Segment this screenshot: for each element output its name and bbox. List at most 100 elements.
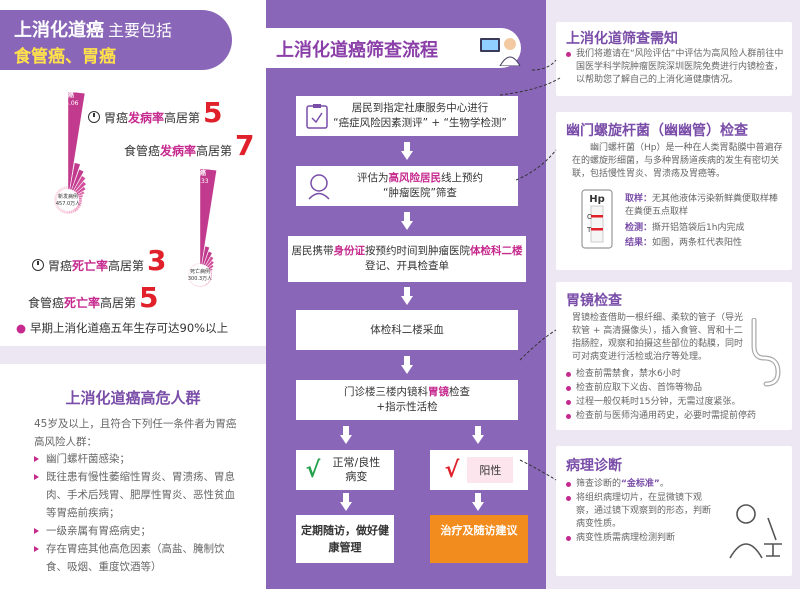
chart2-center-value: 300.3万人	[188, 276, 212, 282]
flow-step-1: 居民到指定社康服务中心进行“癌症风险因素测评” + “生物学检测”	[296, 96, 518, 136]
list-item: 病变性质需病理检测判断	[566, 532, 716, 545]
person-head-icon	[308, 174, 330, 200]
tube-label: Hp	[589, 194, 605, 205]
gastroscopy-text: 胃镜检查借助一根纤细、柔软的管子（导光软管 + 高清摄像头），插入食管、胃和十二…	[572, 313, 744, 362]
arrow-down-icon	[401, 356, 413, 374]
step1-line2: “癌症风险因素测评” + “生物学检测”	[333, 117, 507, 129]
rose-center	[57, 189, 79, 211]
result-positive: √ 阳性	[430, 450, 528, 490]
arrow-down-icon	[340, 426, 352, 444]
flow-step-2: 评估为高风险居民线上预约 “肿瘤医院”筛查	[296, 166, 518, 206]
rank-prefix: 胃癌	[104, 111, 129, 125]
rose-center	[189, 264, 211, 286]
pathology-card	[556, 446, 792, 576]
high-risk-list: 幽门螺杆菌感染； 既往患有慢性萎缩性胃炎、胃溃疡、胃息肉、手术后残胃、肥厚性胃炎…	[34, 450, 244, 576]
arrow-down-icon	[472, 426, 484, 444]
test-kit-icon: Hp C T	[581, 189, 613, 249]
rank-keyword: 发病率	[160, 144, 197, 158]
step2-line1: 评估为高风险居民线上预约	[357, 172, 483, 184]
clock-icon	[88, 111, 100, 123]
list-item: 既往患有慢性萎缩性胃炎、胃溃疡、胃息肉、手术后残胃、肥厚性胃炎、恶性贫血等胃癌前…	[34, 468, 244, 522]
step2-line2: “肿瘤医院”筛查	[383, 187, 457, 199]
doctor-screen-icon	[480, 38, 521, 66]
pathology-list: 筛查诊断的“金标准”。 将组织病理切片，在显微镜下观察，通过镜下观察到的形态，判…	[566, 478, 716, 546]
high-risk-title: 上消化道癌高危人群	[65, 389, 201, 407]
rank-prefix: 胃癌	[48, 259, 73, 273]
clock-icon	[32, 259, 44, 271]
notice-title: 上消化道筛查需知	[566, 31, 678, 47]
gastroscopy-list: 检查前需禁食，禁水6小时 检查前应取下义齿、首饰等物品 过程一般仅耗时15分钟，…	[566, 368, 786, 424]
arrow-down-icon	[401, 142, 413, 160]
arrow-down-icon	[401, 212, 413, 230]
result-normal: √ 正常/良性病变	[296, 450, 394, 490]
check-icon: √	[444, 457, 460, 483]
rank-suffix: 高居第	[100, 296, 137, 310]
hp-text: 幽门螺杆菌（Hp）是一种在人类胃黏膜中普遍存在的螺旋形细菌，与多种胃肠道疾病的发…	[572, 143, 783, 179]
banner-title-main: 上消化道癌	[14, 20, 104, 41]
step3-line1: 居民携带身份证按预约时间到肿瘤医院体检科二楼	[291, 245, 523, 257]
step5-line1: 门诊楼三楼内镜科胃镜检查	[344, 386, 470, 398]
rose-slice	[67, 91, 86, 201]
banner-subtitle: 食管癌、胃癌	[14, 47, 116, 67]
list-item: 幽门螺杆菌感染；	[34, 450, 244, 468]
normal-label: 正常/良性病变	[332, 456, 381, 483]
rank-suffix: 高居第	[196, 144, 233, 158]
rose-slice	[199, 168, 217, 276]
flow-title-box	[266, 28, 521, 68]
rank-keyword: 死亡率	[64, 296, 101, 310]
tube-t: T	[586, 226, 592, 234]
rank-number: 5	[139, 281, 159, 314]
list-item: 检查前应取下义齿、首饰等物品	[566, 382, 786, 395]
list-item: 过程一般仅耗时15分钟，无需过度紧张。	[566, 396, 786, 409]
flow-title: 上消化道癌筛查流程	[276, 40, 438, 61]
hp-result: 结果：如图，两条杠代表阳性	[625, 238, 743, 248]
list-item: 检查前与医师沟通用药史，必要时需提前停药	[566, 410, 786, 423]
arrow-down-icon	[340, 493, 352, 511]
flow-step-4: 体检科二楼采血	[296, 310, 518, 350]
hp-sampling: 取样：无其他液体污染新鲜粪便取样棒在粪便五点取样	[625, 194, 779, 217]
notice-list: 我们将邀请在“风险评估”中评估为高风险人群前往中国医学科学院肿瘤医院深圳医院免费…	[566, 48, 786, 88]
rank-suffix: 高居第	[164, 111, 201, 125]
step3-line2: 登记、开具检查单	[365, 260, 449, 272]
list-item: 将组织病理切片，在显微镜下观察，通过镜下观察到的形态，判断病变性质。	[566, 492, 716, 531]
rank-suffix: 高居第	[108, 259, 145, 273]
chart1-center-value: 457.0万人	[56, 201, 80, 207]
list-item: 我们将邀请在“风险评估”中评估为高风险人群前往中国医学科学院肿瘤医院深圳医院免费…	[566, 48, 786, 87]
rank-keyword: 死亡率	[72, 259, 109, 273]
microscope-doctor-icon	[729, 504, 782, 559]
high-risk-intro: 45岁及以上，且符合下列任一条件者为胃癌高风险人群：	[34, 418, 237, 448]
gastroscopy-title: 胃镜检查	[566, 293, 622, 309]
check-icon: √	[305, 457, 321, 483]
banner-title: 上消化道癌主要包括	[14, 16, 172, 42]
positive-label: 阳性	[467, 457, 514, 483]
arrow-down-icon	[401, 287, 413, 305]
chart1-peak-label: 肺癌	[62, 91, 74, 99]
list-item: 筛查诊断的“金标准”。	[566, 478, 716, 491]
chart1-peak-value: 105.06	[58, 100, 79, 107]
banner-title-suffix: 主要包括	[108, 21, 173, 40]
rank-number: 5	[203, 96, 223, 129]
list-item: 一级亲属有胃癌病史；	[34, 522, 244, 540]
chart2-peak-label: 肺癌	[194, 169, 206, 177]
section-divider	[0, 346, 266, 364]
gastroscopy-card	[556, 282, 792, 430]
rank-number: 3	[147, 244, 167, 277]
followup-box: 定期随访，做好健康管理	[296, 515, 394, 563]
list-item: 存在胃癌其他高危因素（高盐、腌制饮食、吸烟、重度饮酒等）	[34, 540, 244, 576]
mortality-rose-chart	[187, 168, 217, 288]
list-item: 检查前需禁食，禁水6小时	[566, 368, 786, 381]
rank-prefix: 食管癌	[124, 144, 161, 158]
survival-text: 早期上消化道癌五年生存可达90%以上	[30, 321, 229, 335]
notice-card	[556, 22, 792, 96]
title-banner	[0, 10, 232, 70]
chart2-center-label: 死亡病例	[190, 268, 210, 275]
hp-title: 幽门螺旋杆菌（幽幽管）检查	[566, 123, 748, 139]
clipboard-icon	[306, 104, 328, 129]
flow-step-3: 居民携带身份证按预约时间到肿瘤医院体检科二楼登记、开具检查单	[288, 236, 526, 282]
rank-keyword: 发病率	[128, 111, 165, 125]
high-risk-card	[0, 372, 266, 589]
